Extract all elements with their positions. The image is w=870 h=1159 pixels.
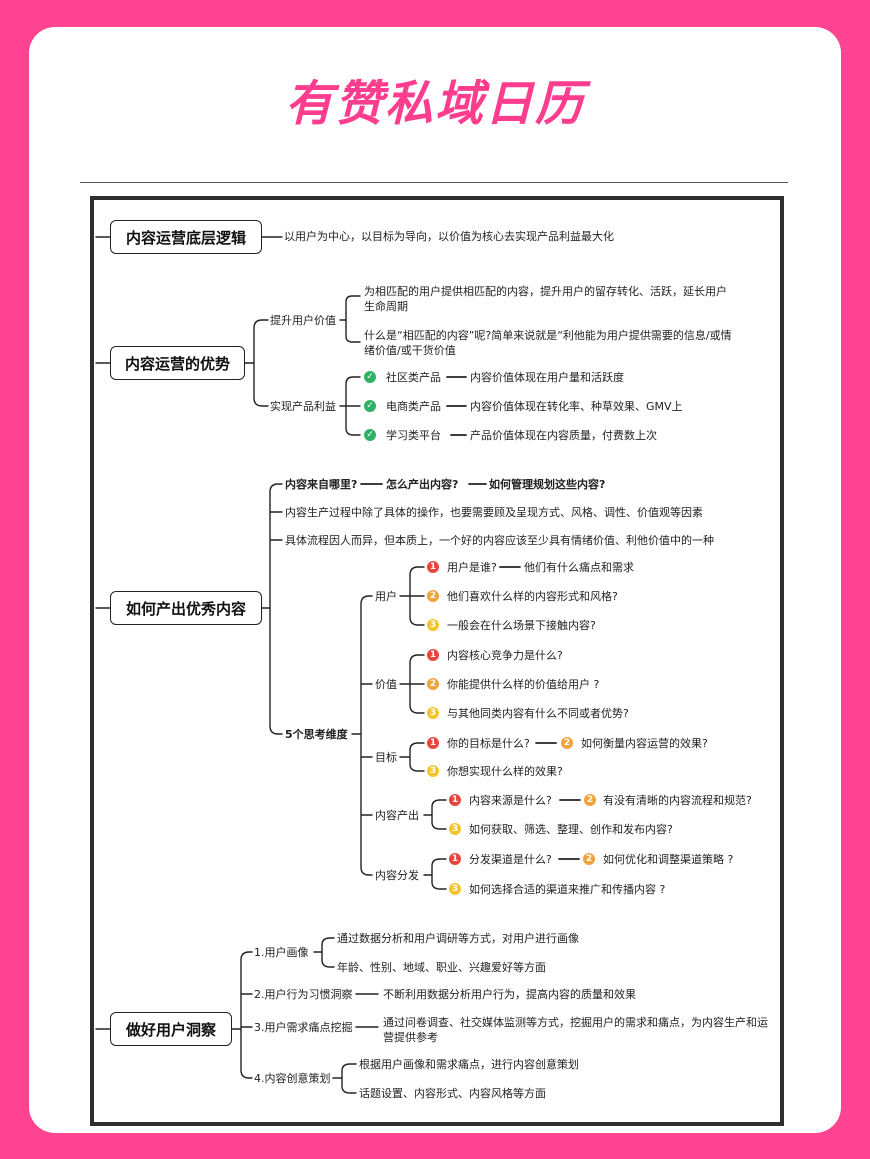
value-q1: 内容核心竞争力是什么? — [447, 649, 563, 662]
number-1-icon: 1 — [427, 649, 439, 661]
insight-creative: 4.内容创意策划 — [254, 1072, 331, 1085]
value-q2: 你能提供什么样的价值给用户 ? — [447, 678, 600, 691]
distribute-q3: 如何选择合适的渠道来推广和传播内容 ? — [469, 883, 666, 896]
user-q1: 用户是谁? — [447, 561, 497, 574]
number-2-icon: 2 — [584, 794, 596, 806]
node-produce: 如何产出优秀内容 — [110, 591, 262, 625]
dim-distribute: 内容分发 — [375, 869, 419, 882]
user-q3: 一般会在什么场景下接触内容? — [447, 619, 596, 632]
user-value-item-1: 为相匹配的用户提供相匹配的内容，提升用户的留存转化、活跃，延长用户生命周期 — [364, 285, 727, 313]
number-3-icon: 3 — [449, 823, 461, 835]
node-insight: 做好用户洞察 — [110, 1012, 232, 1046]
page-title: 有赞私域日历 — [284, 76, 585, 132]
pain-desc: 通过问卷调查、社交媒体监测等方式，挖掘用户的需求和痛点，为内容生产和运营提供参考 — [383, 1016, 768, 1044]
produce-q1: 内容来自哪里? — [285, 478, 358, 491]
insight-portrait: 1.用户画像 — [254, 946, 309, 959]
goal-q2: 如何衡量内容运营的效果? — [581, 737, 708, 750]
portrait-item-2: 年龄、性别、地域、职业、兴趣爱好等方面 — [337, 961, 546, 974]
dim-user: 用户 — [375, 590, 397, 603]
goal-q1: 你的目标是什么? — [447, 737, 530, 750]
number-3-icon: 3 — [449, 883, 461, 895]
benefit-type-3: 学习类平台 — [386, 429, 441, 442]
logic-desc: 以用户为中心，以目标为导向，以价值为核心去实现产品利益最大化 — [284, 230, 614, 243]
produce-q2: 怎么产出内容? — [386, 478, 459, 491]
user-value-item-2: 什么是“相匹配的内容”呢?简单来说就是“利他能为用户提供需要的信息/或情绪价值/… — [364, 329, 732, 357]
node-user-value: 提升用户价值 — [270, 314, 336, 327]
benefit-desc-1: 内容价值体现在用户量和活跃度 — [470, 371, 624, 384]
number-1-icon: 1 — [449, 794, 461, 806]
output-q2: 有没有清晰的内容流程和规范? — [603, 794, 752, 807]
produce-line-3: 具体流程因人而异，但本质上，一个好的内容应该至少具有情绪价值、利他价值中的一种 — [285, 534, 714, 547]
check-icon: ✓ — [364, 429, 376, 441]
habit-desc: 不断利用数据分析用户行为，提高内容的质量和效果 — [383, 988, 636, 1001]
dim-goal: 目标 — [375, 751, 397, 764]
dim-value: 价值 — [375, 678, 397, 691]
benefit-type-2: 电商类产品 — [386, 400, 441, 413]
number-2-icon: 2 — [427, 590, 439, 602]
check-icon: ✓ — [364, 371, 376, 383]
number-2-icon: 2 — [583, 853, 595, 865]
produce-line-2: 内容生产过程中除了具体的操作，也要需要顾及呈现方式、风格、调性、价值观等因素 — [285, 506, 703, 519]
benefit-type-1: 社区类产品 — [386, 371, 441, 384]
insight-pain: 3.用户需求痛点挖掘 — [254, 1021, 353, 1034]
distribute-q2: 如何优化和调整渠道策略 ? — [603, 853, 734, 866]
portrait-item-1: 通过数据分析和用户调研等方式，对用户进行画像 — [337, 932, 579, 945]
number-3-icon: 3 — [427, 765, 439, 777]
user-q1-detail: 他们有什么痛点和需求 — [524, 561, 634, 574]
goal-q3: 你想实现什么样的效果? — [447, 765, 563, 778]
node-five-dimensions: 5个思考维度 — [285, 728, 348, 741]
benefit-desc-3: 产品价值体现在内容质量，付费数上次 — [470, 429, 657, 442]
benefit-desc-2: 内容价值体现在转化率、种草效果、GMV上 — [470, 400, 683, 413]
creative-item-2: 话题设置、内容形式、内容风格等方面 — [359, 1087, 546, 1100]
number-3-icon: 3 — [427, 619, 439, 631]
node-product-benefit: 实现产品利益 — [270, 400, 336, 413]
distribute-q1: 分发渠道是什么? — [469, 853, 552, 866]
produce-q3: 如何管理规划这些内容? — [489, 478, 606, 491]
node-logic: 内容运营底层逻辑 — [110, 220, 262, 254]
user-q2: 他们喜欢什么样的内容形式和风格? — [447, 590, 618, 603]
title-divider — [80, 182, 788, 183]
output-q3: 如何获取、筛选、整理、创作和发布内容? — [469, 823, 673, 836]
number-1-icon: 1 — [427, 737, 439, 749]
creative-item-1: 根据用户画像和需求痛点，进行内容创意策划 — [359, 1058, 579, 1071]
dim-output: 内容产出 — [375, 809, 419, 822]
number-2-icon: 2 — [561, 737, 573, 749]
number-1-icon: 1 — [449, 853, 461, 865]
check-icon: ✓ — [364, 400, 376, 412]
number-2-icon: 2 — [427, 678, 439, 690]
output-q1: 内容来源是什么? — [469, 794, 552, 807]
insight-habit: 2.用户行为习惯洞察 — [254, 988, 353, 1001]
number-1-icon: 1 — [427, 561, 439, 573]
value-q3: 与其他同类内容有什么不同或者优势? — [447, 707, 629, 720]
number-3-icon: 3 — [427, 707, 439, 719]
node-advantage: 内容运营的优势 — [110, 346, 245, 380]
